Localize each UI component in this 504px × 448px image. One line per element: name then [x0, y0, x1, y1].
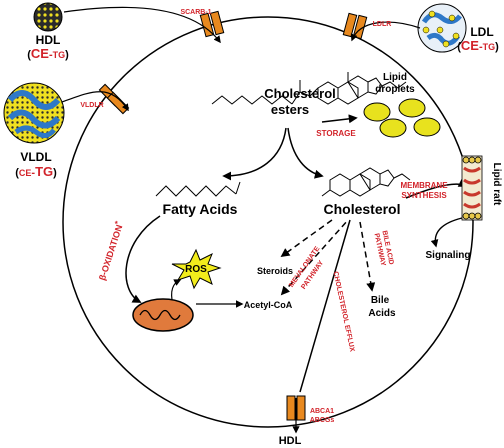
cholesterol-esters-label-1: Cholesterol	[264, 86, 336, 101]
vldl-particle-icon	[3, 82, 65, 144]
mevalonate-pathway-arrow	[280, 219, 349, 296]
cholesterol-efflux-arrow	[299, 219, 351, 393]
abcgs-label: ABCGs	[310, 417, 335, 424]
beta-oxidation-label: β-OXIDATION*	[95, 219, 126, 282]
membrane-synthesis-label-1: MEMBRANE	[400, 181, 448, 190]
vldl-composition: (CE-TG)	[15, 164, 57, 179]
ldl-name: LDL	[470, 25, 493, 39]
vldlr-label: VLDLR	[80, 102, 103, 109]
lipid-droplets-icon	[363, 98, 441, 138]
ldl-particle-icon	[417, 3, 467, 53]
signaling-arrow	[430, 217, 463, 248]
hdl-top-composition: (CE-TG)	[27, 46, 69, 61]
hdl-bottom-label: HDL	[279, 435, 302, 447]
fatty-acid-structure	[155, 181, 241, 197]
mitochondrion-to-ros-arrow	[171, 279, 182, 301]
lipid-droplets-label-2: droplets	[375, 84, 415, 95]
vldl-uptake-arrow	[61, 91, 129, 112]
bile-acid-pathway-arrow	[359, 221, 376, 292]
cholesterol-efflux-label: CHOLESTEROL EFFLUX	[332, 271, 356, 353]
esters-to-cholesterol-arrow	[287, 127, 324, 179]
beta-oxidation-arrow	[125, 215, 161, 303]
scarb1-transporter-icon	[199, 10, 225, 38]
mitochondrion-icon	[132, 298, 194, 332]
ros-label: ROS	[185, 264, 207, 275]
abca1-label: ABCA1	[310, 408, 334, 415]
bile-acids-label-1: Bile	[371, 295, 390, 306]
lipid-raft-icon	[461, 155, 483, 221]
fatty-acids-label: Fatty Acids	[163, 201, 238, 217]
steroids-label: Steroids	[257, 266, 293, 276]
cholesterol-structure	[321, 167, 411, 197]
hdl-uptake-arrow	[63, 6, 221, 44]
ldl-uptake-arrow	[350, 21, 421, 42]
membrane-synthesis-label-2: SYNTHESIS	[401, 191, 447, 200]
ros-burst-icon	[171, 248, 222, 290]
storage-label: STORAGE	[316, 129, 356, 138]
ldlr-label: LDLR	[373, 21, 392, 28]
lipid-raft-label: Lipid raft	[491, 163, 502, 206]
hdl-top-name: HDL	[36, 33, 61, 47]
vldl-name: VLDL	[20, 150, 51, 164]
hdl-particle-icon	[33, 2, 63, 32]
signaling-label: Signaling	[426, 250, 471, 261]
cholesterol-label: Cholesterol	[323, 201, 400, 217]
cell-membrane	[62, 16, 474, 428]
esters-to-fatty-acids-arrow	[222, 127, 287, 181]
scarb1-label: SCARB-1	[180, 9, 211, 16]
cholesterol-esters-label-2: esters	[271, 102, 309, 117]
abca1-transporter-icon	[286, 395, 306, 421]
bile-acids-label-2: Acids	[368, 308, 396, 319]
cholesterol-ester-structure	[211, 72, 407, 105]
lipid-droplets-label-1: Lipid	[383, 72, 407, 83]
cholesterol-to-steroids-arrow	[280, 219, 333, 258]
acetyl-coa-label: Acetyl-CoA	[244, 300, 293, 310]
ldl-composition: (CE-TG)	[457, 38, 499, 53]
storage-arrow	[321, 114, 358, 124]
